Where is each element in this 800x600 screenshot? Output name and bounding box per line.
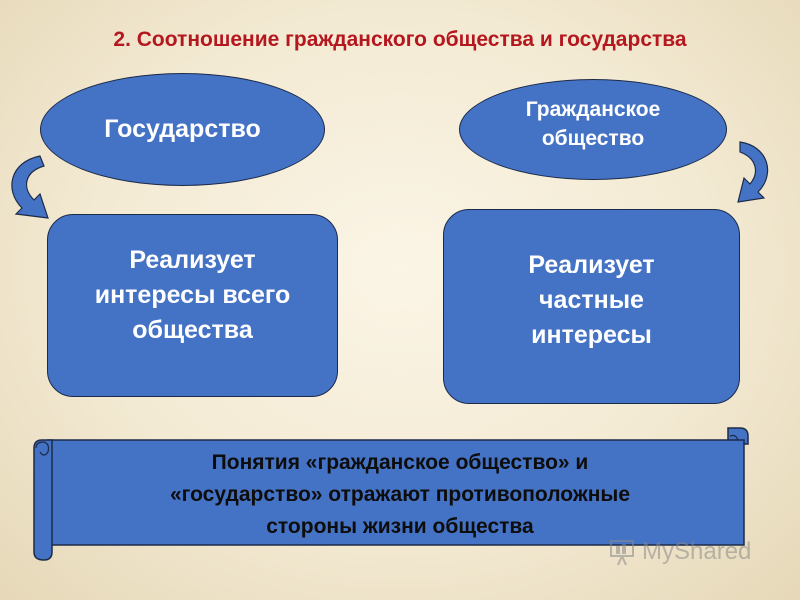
civil-society-oval: Гражданское общество: [459, 79, 727, 180]
slide-title: 2. Соотношение гражданского общества и г…: [113, 28, 687, 51]
curved-arrow-right-icon: [737, 141, 769, 203]
curved-arrow-left-icon: [11, 155, 49, 219]
banner-text: Понятия «гражданское общество» и «госуда…: [169, 451, 631, 538]
state-oval: Государство: [40, 73, 325, 186]
watermark: MyShared: [608, 537, 751, 567]
watermark-label: MyShared: [642, 538, 752, 565]
state-description-box: Реализует интересы всего общества: [47, 214, 338, 397]
civil-society-description-box: Реализует частные интересы: [443, 209, 740, 404]
presentation-icon: [610, 540, 634, 566]
